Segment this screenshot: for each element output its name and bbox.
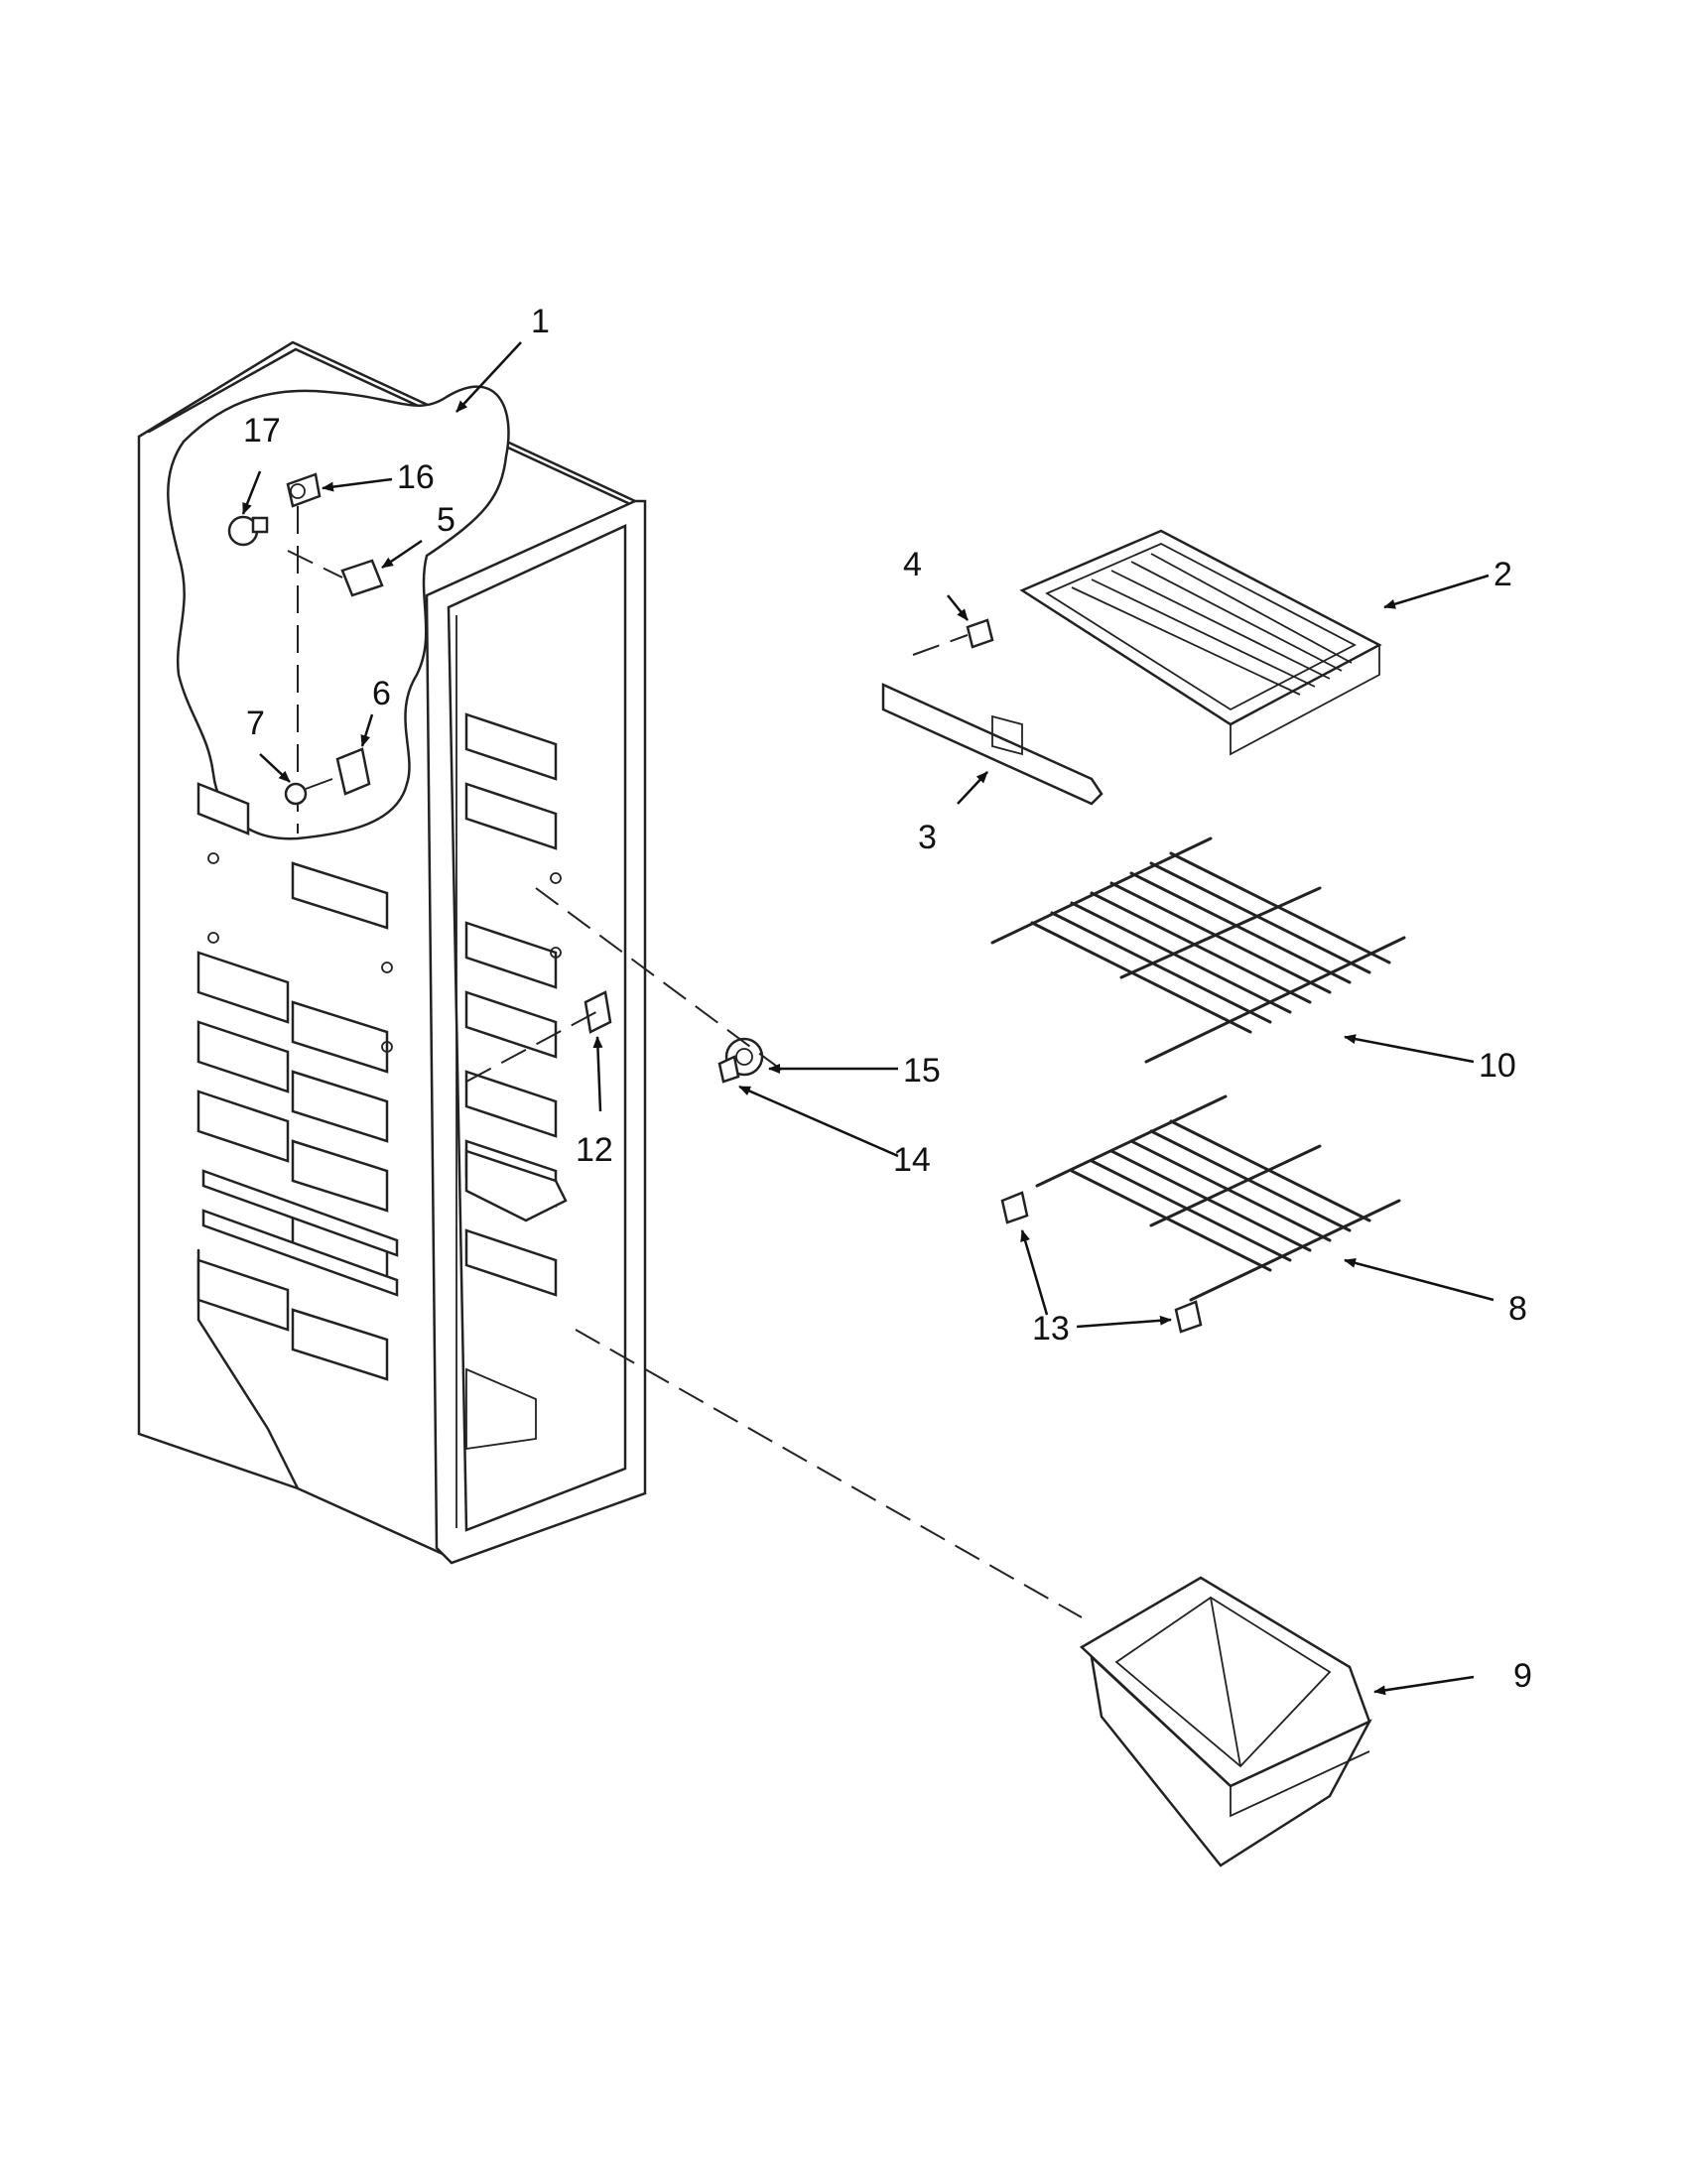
callout-7: 7 bbox=[246, 705, 265, 742]
shelf-stud-12 bbox=[584, 990, 612, 1034]
leader-lines bbox=[241, 341, 1494, 1696]
callout-5: 5 bbox=[437, 501, 455, 539]
callout-8: 8 bbox=[1508, 1290, 1527, 1328]
callout-4: 4 bbox=[903, 546, 922, 583]
callout-3: 3 bbox=[918, 819, 937, 856]
assembly-line-15 bbox=[535, 887, 785, 1073]
liner-vents bbox=[196, 712, 558, 1381]
light-socket bbox=[286, 472, 322, 508]
callout-10: 10 bbox=[1479, 1047, 1516, 1085]
assembly-line-9 bbox=[575, 1329, 1083, 1618]
callout-6: 6 bbox=[372, 675, 391, 712]
wire-shelf-upper bbox=[990, 836, 1406, 1064]
wire-shelf-lower bbox=[1035, 1094, 1401, 1302]
shelf-stud-lower bbox=[1174, 1300, 1203, 1334]
shelf-stud-upper bbox=[1000, 1191, 1029, 1224]
callout-2: 2 bbox=[1493, 556, 1512, 593]
crisper-drawer bbox=[1079, 1576, 1372, 1867]
callout-16: 16 bbox=[397, 458, 435, 496]
assembly-line-12 bbox=[465, 1006, 606, 1083]
callout-labels: 1 2 3 4 5 6 7 8 9 10 12 13 14 15 16 17 bbox=[243, 303, 1532, 1695]
callout-12: 12 bbox=[576, 1131, 613, 1169]
screw-4 bbox=[912, 618, 994, 656]
light-switch-bracket bbox=[340, 559, 384, 597]
shelf-support-screw bbox=[717, 1037, 764, 1084]
callout-14: 14 bbox=[893, 1141, 931, 1179]
callout-13: 13 bbox=[1032, 1310, 1070, 1348]
freezer-liner bbox=[137, 340, 647, 1565]
shelf-support-bracket bbox=[881, 683, 1104, 806]
screw-7 bbox=[284, 778, 333, 806]
light-bulb bbox=[227, 515, 269, 547]
callout-1: 1 bbox=[531, 303, 550, 340]
callout-9: 9 bbox=[1513, 1657, 1532, 1695]
callout-15: 15 bbox=[903, 1052, 941, 1090]
callout-17: 17 bbox=[243, 412, 281, 450]
glass-shelf-frame bbox=[1019, 529, 1382, 756]
thermostat-bracket bbox=[335, 747, 371, 796]
